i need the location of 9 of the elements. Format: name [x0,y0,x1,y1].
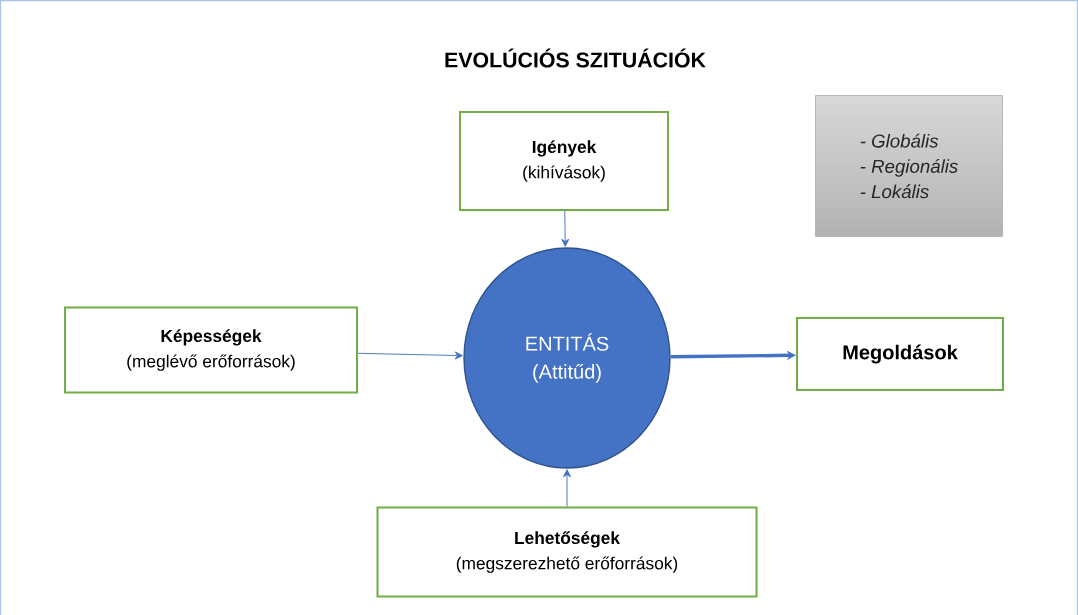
arrow [357,351,463,360]
list-box: - Globális - Regionális - Lokális [815,95,1003,237]
arrow [561,210,570,247]
text-box: Lehetőségek (megszerezhető erőforrások) [376,506,758,598]
text-box: Képességek (meglévő erőforrások) [64,306,358,394]
text-box: Igények (kihívások) [459,111,669,211]
text-box: Megoldások [796,317,1004,391]
title: EVOLÚCIÓS SZITUÁCIÓK [445,48,706,68]
arrow [563,469,571,507]
